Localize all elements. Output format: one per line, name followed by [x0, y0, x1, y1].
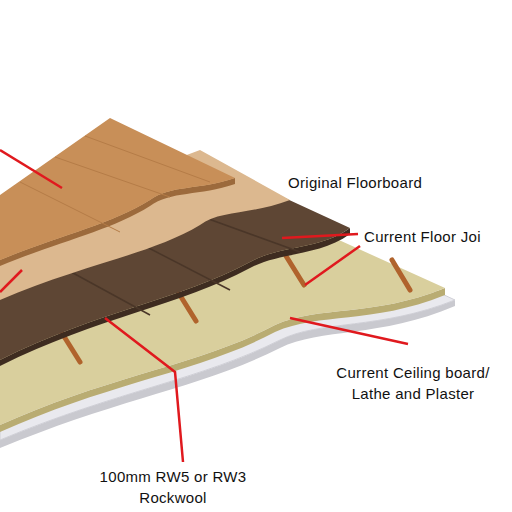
part-label: Current Ceiling board/ Lathe and Plaster	[318, 362, 508, 404]
plank-line	[55, 157, 170, 197]
part-label: Current Floor Joi	[364, 226, 512, 247]
plank-lines	[20, 136, 210, 232]
leader-line	[282, 234, 358, 238]
leader-line	[0, 270, 22, 292]
joist	[392, 260, 410, 290]
leader-line	[305, 246, 360, 285]
part-label: 100mm RW5 or RW3 Rockwool	[88, 466, 258, 508]
part-label: Original Floorboard	[288, 172, 488, 193]
joist	[286, 256, 304, 285]
plank-line	[20, 182, 120, 232]
plank-line	[85, 136, 210, 182]
new-floor	[0, 118, 235, 260]
leader-line	[0, 150, 62, 188]
leader-lines	[0, 150, 408, 462]
leader-line	[290, 318, 408, 344]
leader-line	[105, 318, 183, 462]
